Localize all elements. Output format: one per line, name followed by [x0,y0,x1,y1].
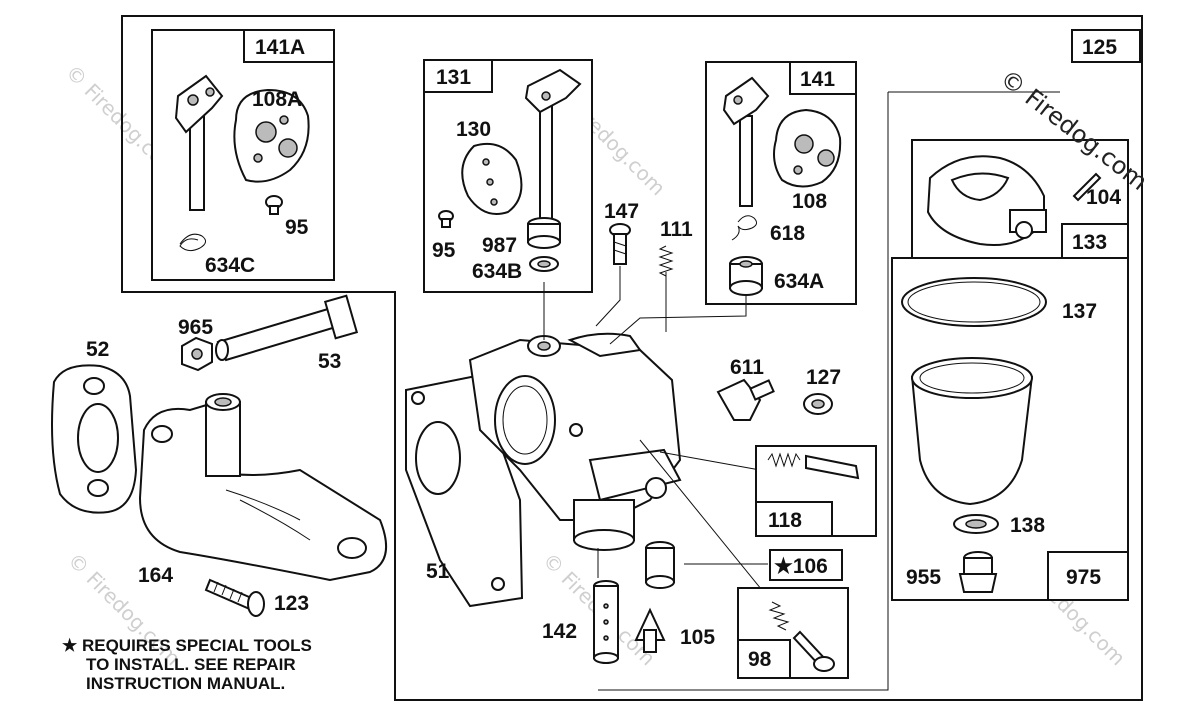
callout-98: 98 [748,648,772,671]
note-line-2: TO INSTALL. SEE REPAIR [86,655,296,674]
screw-95a [265,195,283,215]
intake-164 [138,393,387,582]
callout-box-131 [423,59,493,93]
float-133 [926,155,1047,246]
part-label-l52: 52 [86,338,109,361]
callout-133: 133 [1072,231,1107,254]
special-tools-note: ★ REQUIRES SPECIAL TOOLS TO INSTALL. SEE… [62,636,312,693]
part-label-l634A: 634A [774,270,824,293]
seal-987 [527,217,561,249]
screw-955 [958,551,998,593]
part-label-l634C: 634C [205,254,255,277]
tube-53 [215,294,359,362]
part-label-l147: 147 [604,200,639,223]
spring-111 [658,245,674,277]
outer-frame [121,15,1143,701]
part-label-l123: 123 [274,592,309,615]
part-label-l108A: 108A [252,88,302,111]
plug-127 [803,393,833,415]
pin-104 [1072,172,1102,202]
needle-105 [634,607,666,653]
part-label-l987: 987 [482,234,517,257]
throttle-shaft-141 [722,76,770,207]
callout-106: ★106 [774,555,828,578]
callout-141: 141 [800,68,835,91]
part-label-l127: 127 [806,366,841,389]
part-label-l104: 104 [1086,186,1121,209]
spring-634C [179,233,206,252]
part-label-l955: 955 [906,566,941,589]
group-outline [598,92,889,691]
leader-line [639,439,771,601]
callout-box-98 [737,639,791,679]
carburetor-body [468,332,682,551]
screw-123 [204,578,265,617]
part-label-l634B: 634B [472,260,522,283]
part-label-l611: 611 [730,356,764,379]
part-label-l105: 105 [680,626,715,649]
part-label-l137: 137 [1062,300,1097,323]
leader-line [595,266,621,327]
washer-138 [953,514,999,534]
spring-98 [768,601,790,631]
gasket-52 [51,364,138,514]
callout-975: 975 [1066,566,1101,589]
callout-box-106 [769,549,843,581]
screw-147 [609,223,631,265]
part-label-l142: 142 [542,620,577,643]
screw-98 [792,630,835,672]
spring-618 [731,215,758,241]
callout-box-118 [755,501,833,537]
note-line-1: ★ REQUIRES SPECIAL TOOLS [62,636,312,655]
note-line-3: INSTRUCTION MANUAL. [86,674,286,693]
bowl-975 [911,357,1033,506]
part-label-l95b: 95 [432,239,456,262]
callout-box-141 [789,61,857,95]
nut-965 [181,336,213,372]
callout-box-125 [1071,29,1141,63]
part-label-l164: 164 [138,564,173,587]
part-label-l95a: 95 [285,216,309,239]
callout-box-975 [1047,551,1129,601]
leader-line [659,451,761,471]
seal-634B [529,256,559,272]
part-label-l53: 53 [318,350,341,373]
part-label-l108: 108 [792,190,827,213]
part-label-l111: 111 [660,218,693,241]
part-label-l51: 51 [426,560,450,583]
screw-95b [438,210,454,228]
part-label-l138: 138 [1010,514,1045,537]
part-label-l130: 130 [456,118,491,141]
leader-line [609,296,747,345]
bushing-634A [729,256,763,296]
callout-141A: 141A [255,36,305,59]
part-label-l965: 965 [178,316,213,339]
part-label-l618: 618 [770,222,805,245]
choke-shaft-131 [524,68,582,221]
needle-118 [767,452,860,480]
throttle-shaft-141A [174,74,224,211]
callout-box-133 [1061,223,1129,259]
callout-125: 125 [1082,36,1117,59]
emulsion-tube-142 [593,580,619,664]
elbow-611 [716,378,775,421]
jet-106 [645,541,675,589]
callout-box-141A [243,29,335,63]
callout-118: 118 [768,509,802,532]
gasket-137 [901,277,1047,327]
callout-131: 131 [436,66,471,89]
